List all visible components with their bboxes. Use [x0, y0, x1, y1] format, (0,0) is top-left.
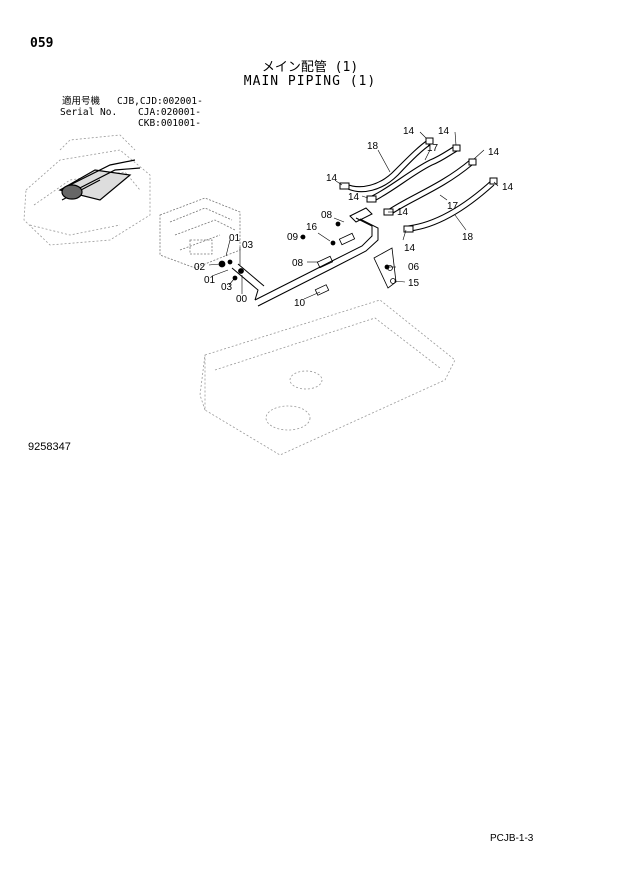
clamp-blocks: [314, 232, 356, 296]
callout-03: 03: [221, 282, 233, 293]
callout-02: 02: [194, 262, 206, 273]
callout-00: 00: [236, 294, 248, 305]
callout-15: 15: [408, 278, 420, 289]
title-japanese: メイン配管 (1): [261, 60, 359, 75]
leader-lines: [208, 131, 499, 300]
callout-18: 18: [367, 141, 379, 152]
callout-17: 17: [427, 143, 439, 154]
callout-09: 09: [287, 232, 299, 243]
serial-label-japanese: 適用号機: [62, 96, 101, 107]
base-frame-outline: [199, 299, 456, 456]
callout-06: 06: [408, 262, 420, 273]
callout-10: 10: [294, 298, 306, 309]
callout-08: 08: [292, 258, 304, 269]
bolts: [218, 221, 390, 281]
callout-14: 14: [404, 243, 416, 254]
callout-14: 14: [397, 207, 409, 218]
main-pipe-assembly: [231, 207, 379, 307]
callout-14: 14: [348, 192, 360, 203]
footer-page-code: PCJB-1-3: [490, 833, 534, 844]
machine-overview-illustration: [23, 134, 151, 246]
callout-14: 14: [326, 173, 338, 184]
serial-range-3: CKB:001001-: [138, 118, 201, 129]
callout-14: 14: [403, 126, 415, 137]
control-valve-illustration: [159, 197, 241, 269]
serial-range-1: CJB,CJD:002001-: [117, 96, 203, 107]
serial-range-2: CJA:020001-: [138, 107, 201, 118]
callout-14: 14: [488, 147, 500, 158]
callout-16: 16: [306, 222, 318, 233]
callout-01: 01: [229, 233, 241, 244]
hoses: [345, 139, 495, 232]
callout-17: 17: [447, 201, 459, 212]
callout-18: 18: [462, 232, 474, 243]
callout-01: 01: [204, 275, 216, 286]
machine-highlight-piping: [58, 159, 141, 201]
serial-label-english: Serial No.: [60, 107, 118, 118]
callout-14: 14: [502, 182, 514, 193]
page-number: 059: [30, 36, 54, 51]
callout-14: 14: [438, 126, 450, 137]
drawing-number: 9258347: [28, 441, 71, 453]
callout-03: 03: [242, 240, 254, 251]
callout-08: 08: [321, 210, 333, 221]
title-english: MAIN PIPING (1): [243, 74, 377, 89]
callout-labels: 14 14 14 14 14 14 14 14 18 18 17 17 08 0…: [194, 126, 514, 309]
